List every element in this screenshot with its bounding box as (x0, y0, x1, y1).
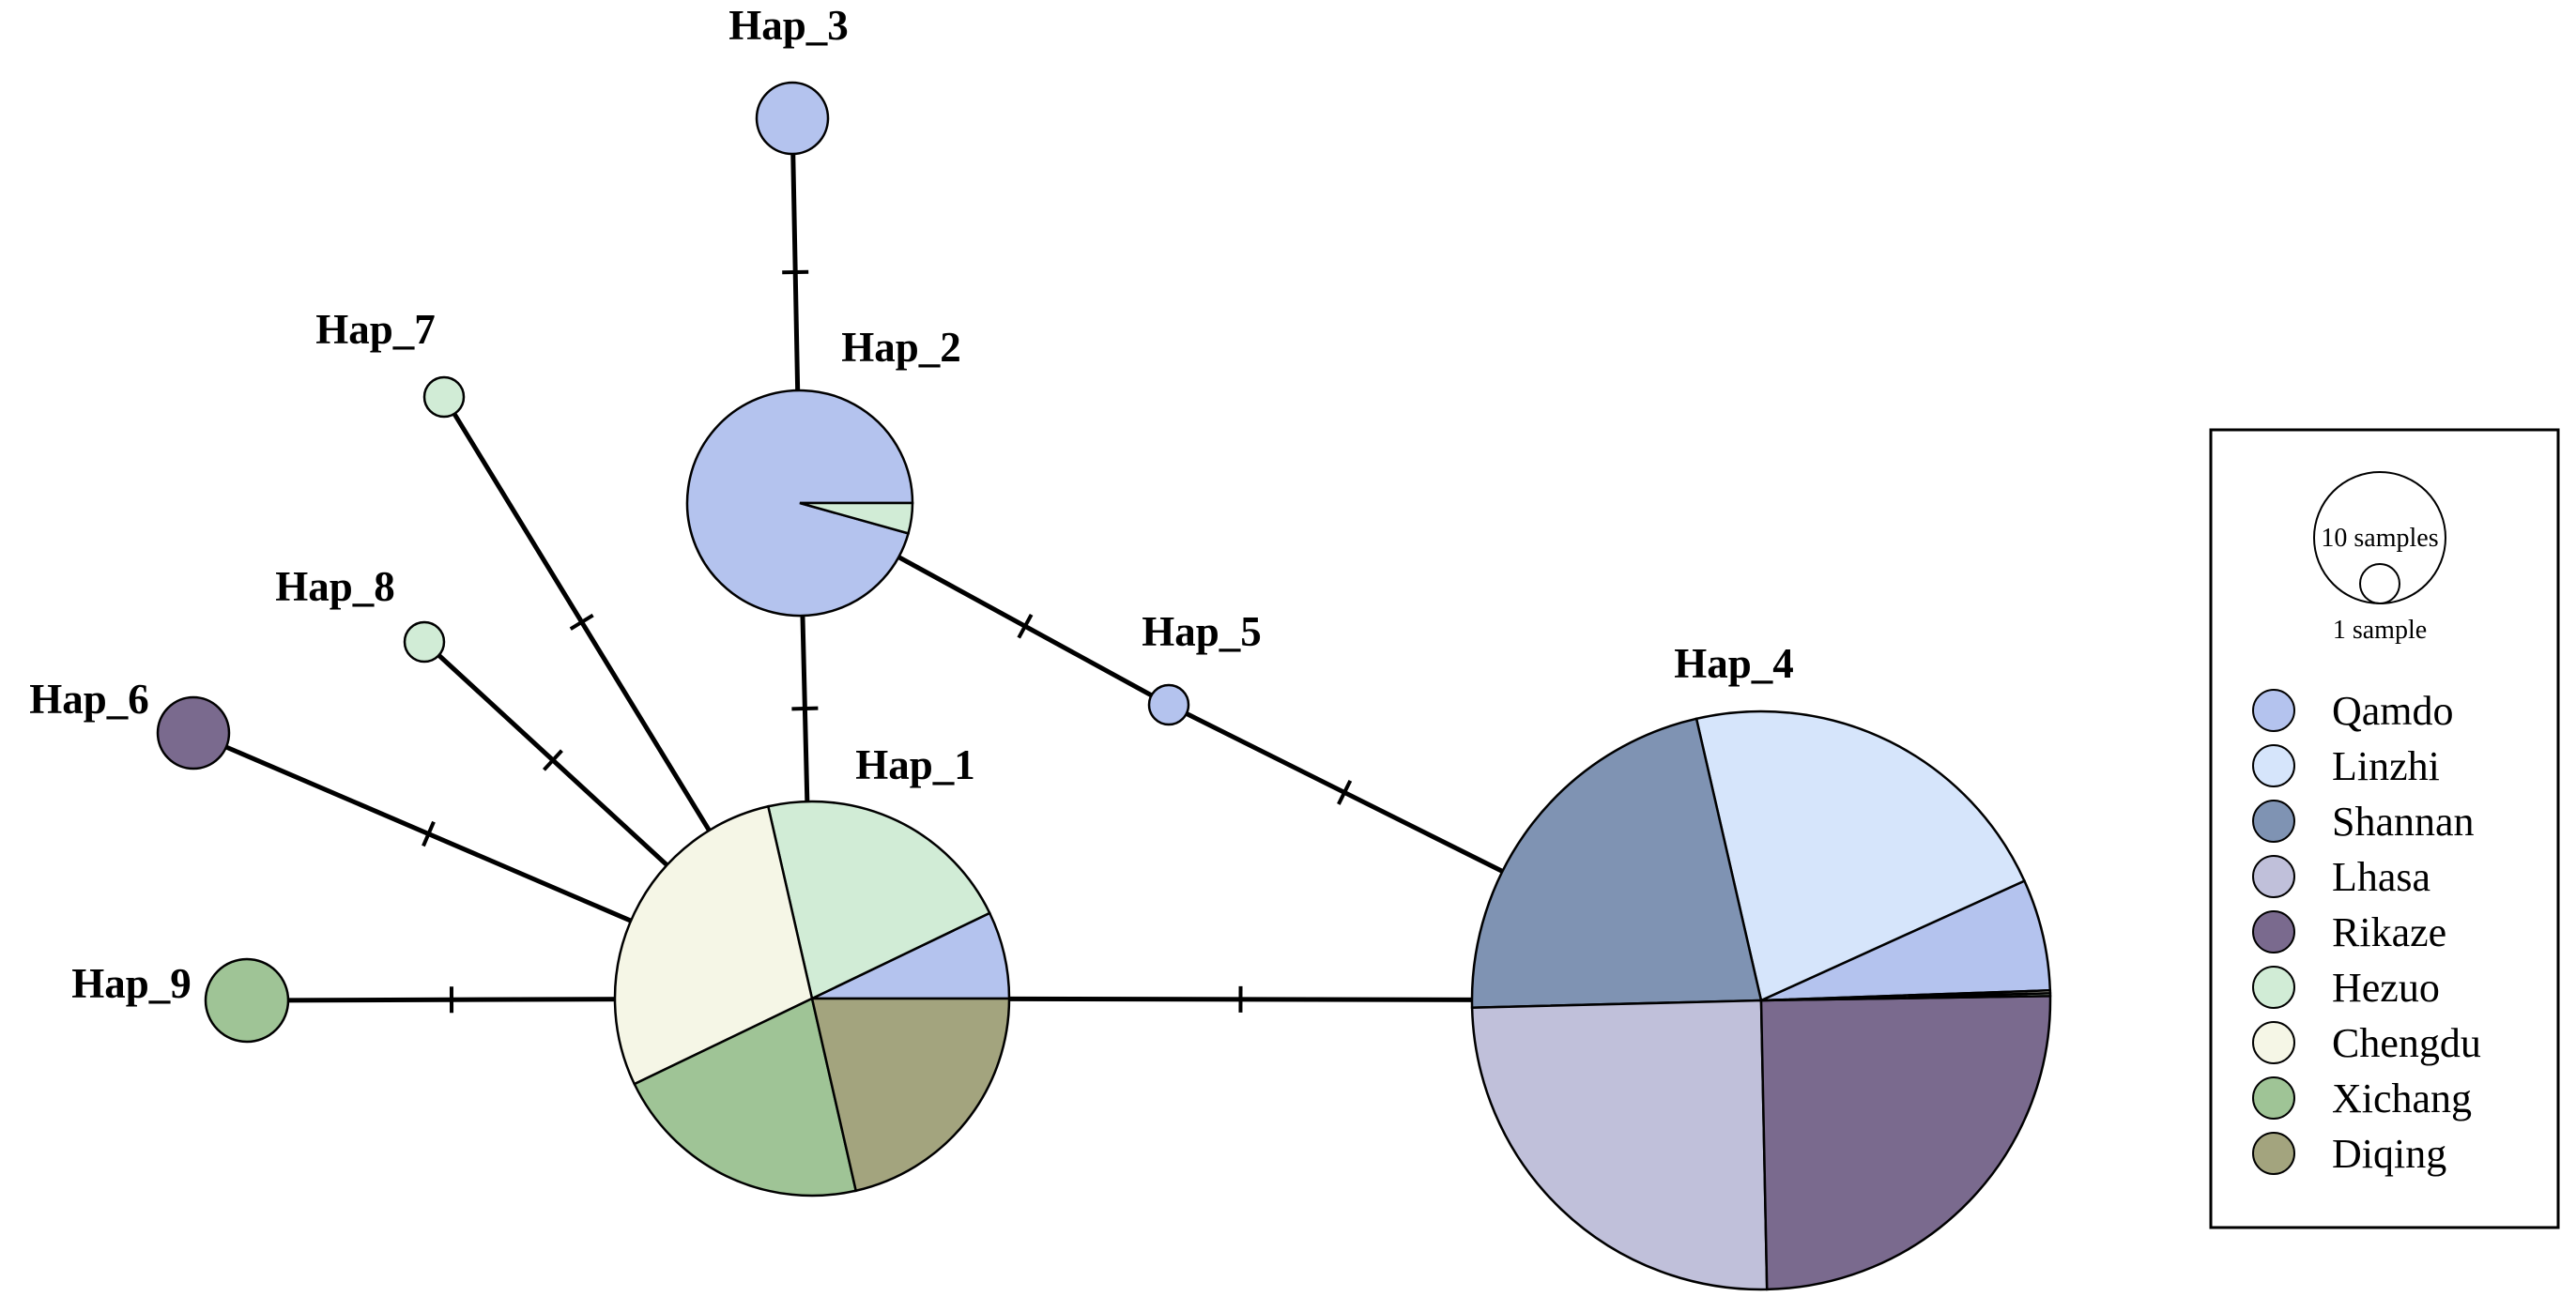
node-hap5: Hap_5 (1142, 608, 1262, 726)
legend-item-linzhi: Linzhi (2252, 743, 2440, 789)
node-hap1: Hap_1 (613, 741, 1011, 1198)
legend-swatch (2252, 910, 2295, 953)
legend-items: QamdoLinzhiShannanLhasaRikazeHezuoChengd… (2252, 688, 2481, 1177)
node-hap4: Hap_4 (1470, 640, 2052, 1291)
hap-label: Hap_7 (315, 306, 436, 353)
legend-swatch (2252, 1132, 2295, 1175)
pie-slice-hezuo (403, 620, 446, 664)
pie-slice-hezuo (799, 501, 914, 535)
mutation-tick (1017, 614, 1034, 639)
pie-slice-hezuo (766, 800, 991, 1000)
legend-swatch (2252, 855, 2295, 898)
legend-label: Shannan (2332, 799, 2475, 845)
hap-label: Hap_5 (1142, 608, 1262, 655)
node-hap3: Hap_3 (728, 2, 849, 156)
legend-label: Qamdo (2332, 688, 2454, 734)
pie-slice-linzhi (1694, 709, 2027, 1002)
mutation-tick (422, 820, 436, 847)
legend-swatch (2252, 689, 2295, 732)
pie-slice-chengdu (1760, 988, 2052, 1002)
node-hap9: Hap_9 (71, 957, 290, 1044)
legend-item-rikaze: Rikaze (2252, 909, 2446, 955)
pie-slice-lhasa (1470, 999, 1769, 1291)
legend-swatch (2252, 800, 2295, 843)
hap-label: Hap_3 (728, 2, 849, 49)
node-hap6: Hap_6 (29, 676, 231, 770)
pie-slice-qamdo (755, 81, 830, 156)
node-hap8: Hap_8 (275, 563, 446, 664)
legend-item-shannan: Shannan (2252, 799, 2475, 845)
pie-slice-qamdo (1760, 878, 2052, 1002)
legend-label: Diqing (2332, 1131, 2446, 1177)
hap-label: Hap_2 (841, 324, 961, 371)
legend-label: Xichang (2332, 1076, 2472, 1121)
mutation-tick (569, 613, 594, 631)
hap-label: Hap_9 (71, 960, 192, 1007)
legend-item-xichang: Xichang (2252, 1076, 2472, 1121)
mutation-tick (782, 269, 809, 275)
legend-item-hezuo: Hezuo (2252, 965, 2440, 1011)
legend-label: Chengdu (2332, 1020, 2481, 1066)
hap-label: Hap_4 (1674, 640, 1794, 687)
pie-slice-shannan (1470, 717, 1763, 1010)
hap-label: Hap_1 (855, 741, 975, 788)
legend-item-diqing: Diqing (2252, 1131, 2446, 1177)
legend-size-small-label: 1 sample (2333, 616, 2427, 645)
legend: 10 samples 1 sample QamdoLinzhiShannanLh… (2209, 428, 2560, 1229)
pie-slice-qamdo (1147, 683, 1190, 726)
pie-slice-xichang (633, 997, 858, 1198)
pie-slice-rikaze (1759, 995, 2052, 1291)
legend-size-circle-small (2359, 563, 2400, 604)
legend-label: Hezuo (2332, 965, 2440, 1011)
legend-item-chengdu: Chengdu (2252, 1020, 2481, 1066)
pie-slice-chengdu (613, 804, 814, 1086)
legend-swatch (2252, 744, 2295, 787)
legend-item-qamdo: Qamdo (2252, 688, 2454, 734)
legend-item-lhasa: Lhasa (2252, 854, 2430, 900)
legend-label: Lhasa (2332, 854, 2430, 900)
legend-swatch (2252, 966, 2295, 1009)
node-hap2: Hap_2 (685, 324, 961, 618)
legend-swatch (2252, 1021, 2295, 1064)
legend-label: Linzhi (2332, 743, 2440, 789)
pie-slice-xichang (204, 957, 290, 1044)
mutation-tick (1337, 779, 1353, 805)
hap-label: Hap_6 (29, 676, 149, 723)
pie-slice-rikaze (156, 695, 231, 770)
legend-swatch (2252, 1076, 2295, 1120)
pie-slice-hezuo (422, 375, 466, 419)
legend-label: Rikaze (2332, 909, 2446, 955)
pie-slice-diqing (810, 997, 1011, 1193)
hap-label: Hap_8 (275, 563, 395, 610)
mutation-tick (543, 749, 563, 771)
node-hap7: Hap_7 (315, 306, 466, 419)
legend-size-large-label: 10 samples (2321, 524, 2438, 553)
